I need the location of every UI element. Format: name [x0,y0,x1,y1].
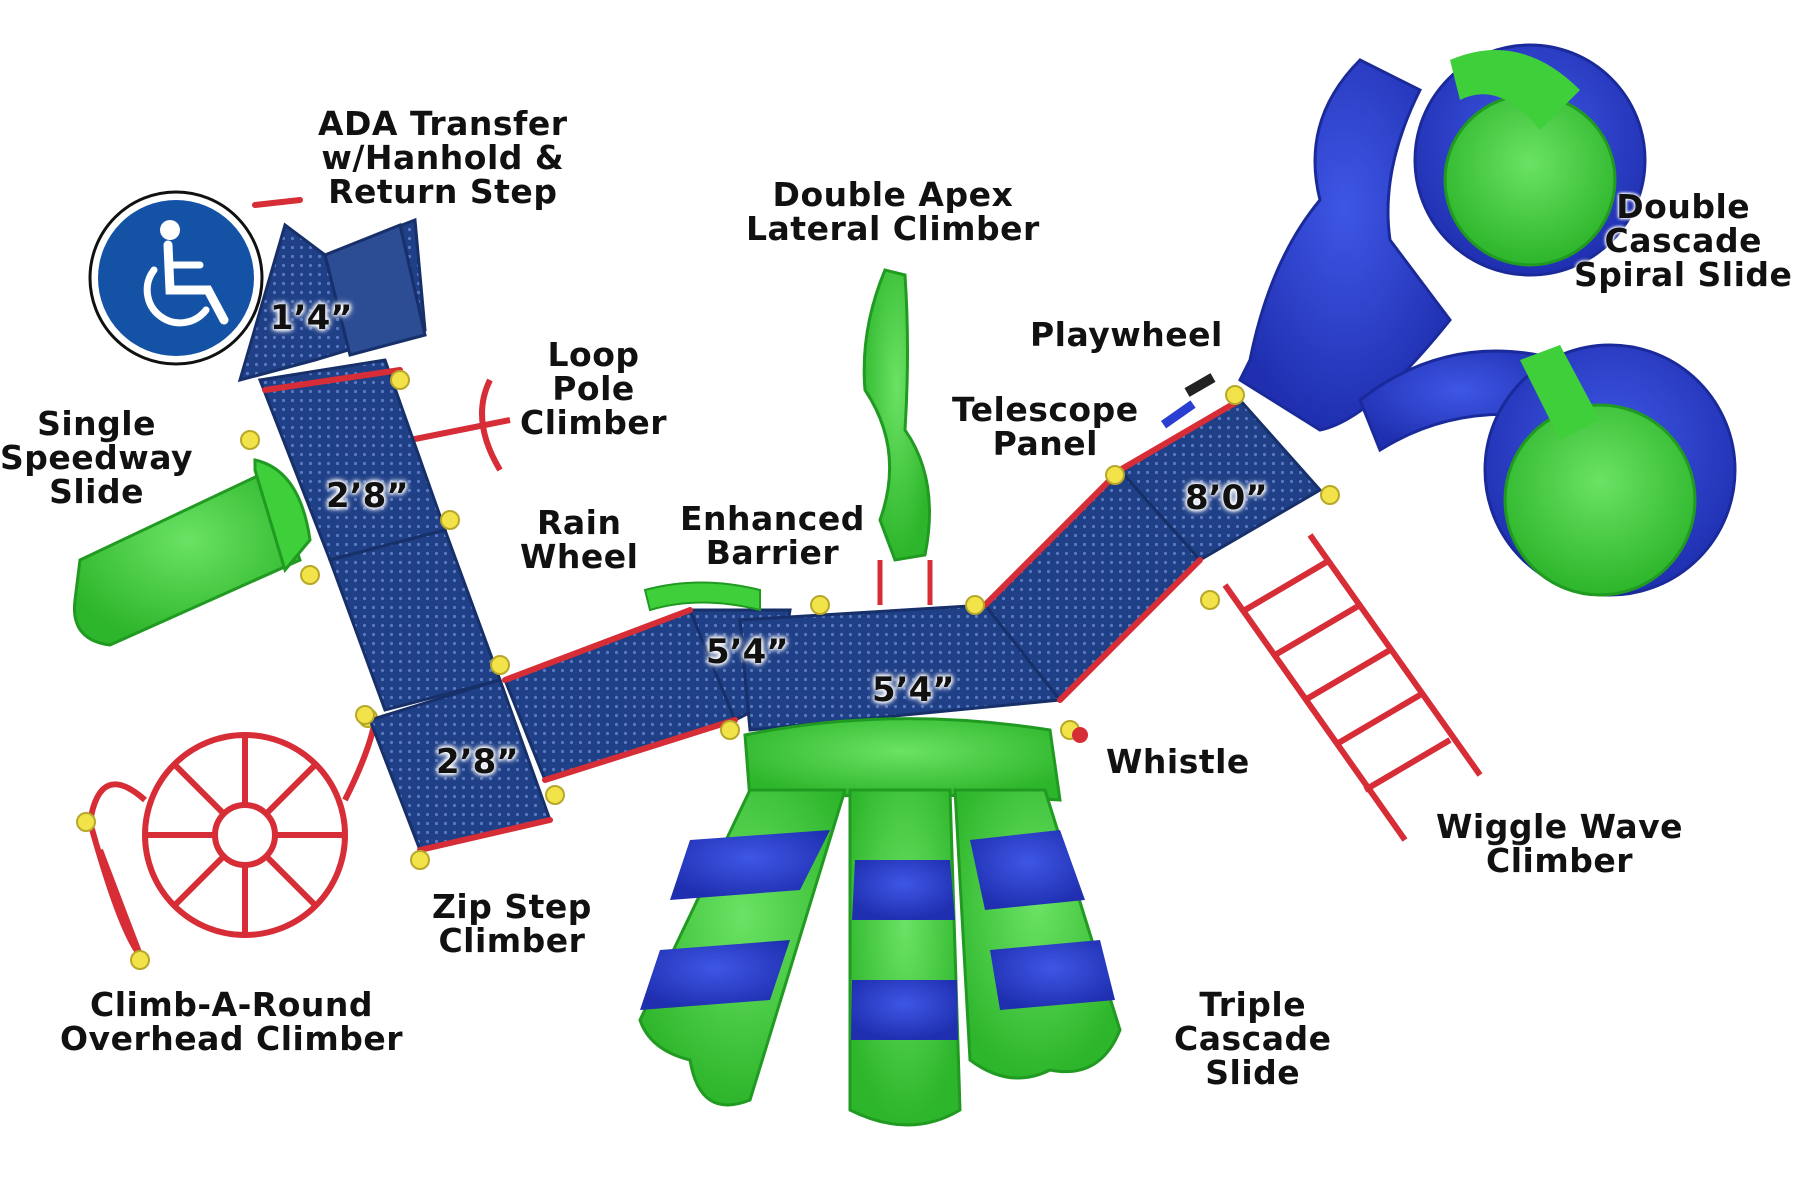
deck-height-center-main: 5’4” [872,670,955,710]
label-line: Barrier [705,533,840,572]
deck-platforms [237,217,1323,852]
label-line: Wheel [520,537,639,576]
label-double-cascade: Double Cascade Spiral Slide [1574,190,1792,292]
label-line: Double Apex [772,175,1014,214]
label-climb-a-round: Climb-A-Round Overhead Climber [60,988,403,1056]
label-line: Speedway [0,438,194,477]
deck-height-center-small: 5’4” [706,632,789,672]
label-loop-pole: Loop Pole Climber [520,338,667,440]
label-line: Loop [547,335,640,374]
label-line: Double [1616,187,1751,226]
guard-rails [252,197,1243,853]
label-playwheel: Playwheel [1030,318,1223,352]
label-line: Lateral Climber [746,209,1040,248]
deck-height-upper-left: 2’8” [326,476,409,516]
label-whistle: Whistle [1106,745,1250,779]
label-line: Triple [1199,985,1307,1024]
deck-height-lower-left: 2’8” [436,742,519,782]
label-line: Spiral Slide [1574,255,1793,294]
label-line: Slide [49,472,144,511]
label-triple-cascade: Triple Cascade Slide [1174,988,1331,1090]
accessories [643,373,1216,743]
climb-a-round-climber [87,719,378,957]
double-cascade-spiral-slide [1238,43,1737,597]
label-line: Playwheel [1030,315,1223,354]
deck-height-top: 1’4” [270,298,353,338]
label-line: w/Hanhold & [321,138,565,177]
wheelchair-icon [88,190,264,366]
deck-posts [240,370,1340,870]
double-apex-climber [862,268,933,605]
label-line: ADA Transfer [318,104,568,143]
label-ada-transfer: ADA Transfer w/Hanhold & Return Step [318,107,568,209]
label-line: Telescope [952,390,1139,429]
label-zip-step: Zip Step Climber [432,890,592,958]
label-line: Cascade [1604,221,1762,260]
label-line: Pole [552,369,635,408]
label-line: Zip Step [432,887,592,926]
label-single-speedway: Single Speedway Slide [0,407,193,509]
label-line: Whistle [1106,742,1250,781]
label-line: Return Step [328,172,558,211]
label-line: Wiggle Wave [1436,807,1684,846]
label-line: Panel [992,424,1098,463]
loop-pole-climber [409,378,511,472]
climber-posts [76,708,378,970]
deck-height-right: 8’0” [1185,478,1268,518]
label-rain-wheel: Rain Wheel [520,506,638,574]
label-line: Enhanced [680,499,865,538]
label-line: Slide [1205,1053,1301,1092]
label-line: Climber [438,921,586,960]
wiggle-wave-climber [1222,533,1483,842]
label-line: Rain [536,503,622,542]
label-line: Single [37,404,156,443]
label-line: Climber [520,403,668,442]
label-double-apex: Double Apex Lateral Climber [746,178,1040,246]
label-line: Overhead Climber [60,1019,403,1058]
single-speedway-slide [72,458,312,647]
label-line: Climber [1486,841,1634,880]
label-line: Climb-A-Round [90,985,373,1024]
label-line: Cascade [1174,1019,1332,1058]
triple-cascade-slide [638,717,1122,1127]
label-enhanced-barrier: Enhanced Barrier [680,502,865,570]
label-telescope: Telescope Panel [952,393,1139,461]
label-wiggle-wave: Wiggle Wave Climber [1436,810,1683,878]
